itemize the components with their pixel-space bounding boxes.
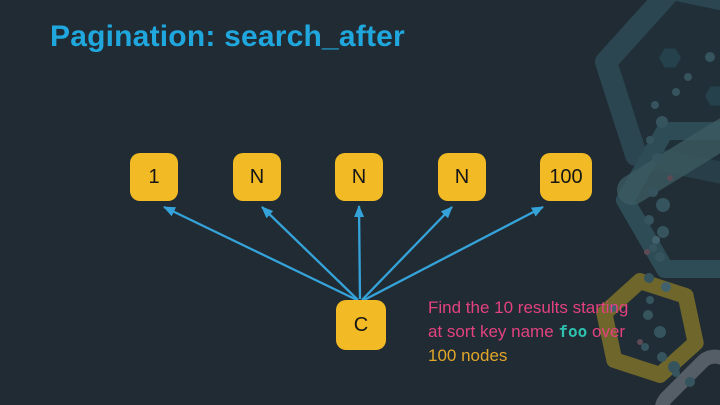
shard-node-1: 1 <box>130 153 178 201</box>
shard-node-4: N <box>438 153 486 201</box>
caption: Find the 10 results starting at sort key… <box>428 296 656 368</box>
caption-line-3: 100 nodes <box>428 346 508 365</box>
coordinator-node: C <box>336 300 386 350</box>
shard-node-3: N <box>335 153 383 201</box>
caption-line-1: Find the 10 results starting <box>428 298 629 317</box>
page-title: Pagination: search_after <box>50 20 405 53</box>
caption-line-2-suffix: over <box>587 322 626 341</box>
shard-node-100: 100 <box>540 153 592 201</box>
shard-node-2: N <box>233 153 281 201</box>
caption-line-2-prefix: at sort key name <box>428 322 559 341</box>
caption-sort-key-code: foo <box>558 322 588 341</box>
caption-line-2: at sort key name foo over <box>428 320 656 344</box>
